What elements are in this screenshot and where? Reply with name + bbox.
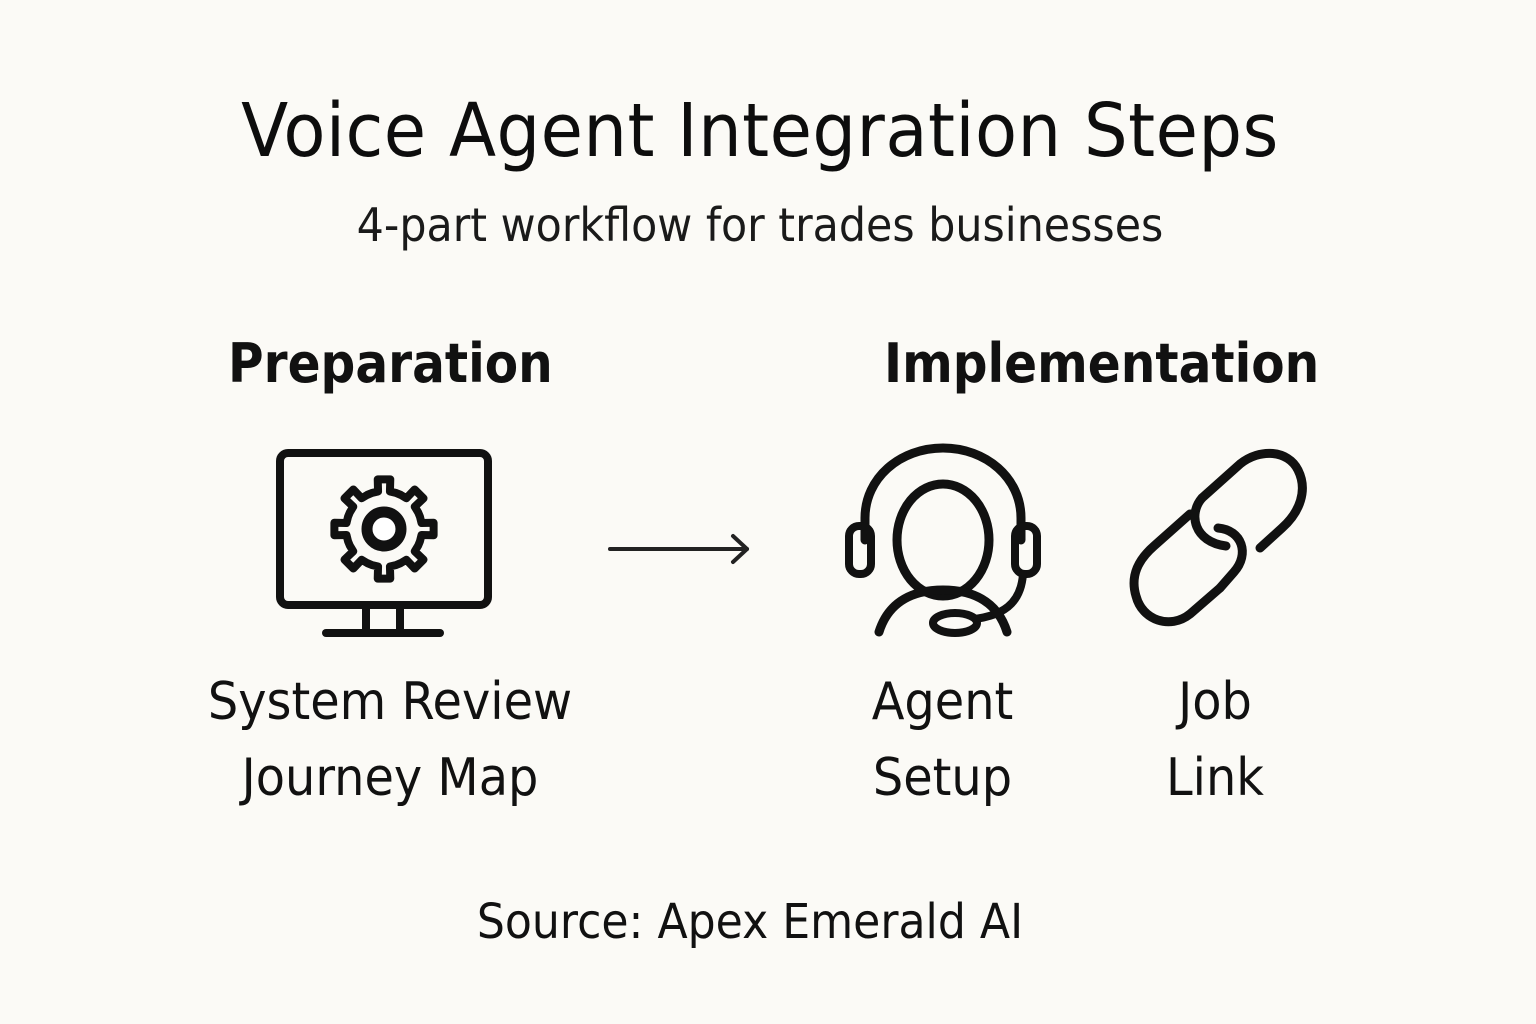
gear-hub	[361, 506, 407, 552]
link-icon	[1129, 448, 1307, 627]
arrow-right-icon	[608, 534, 749, 564]
headset-agent-icon	[845, 443, 1041, 637]
step-label-line: Journey Map	[241, 748, 539, 808]
agent-head	[892, 479, 994, 601]
monitor-screen	[276, 449, 492, 609]
step-label-job-link: Job Link	[1105, 664, 1325, 816]
phase-heading-preparation: Preparation	[228, 332, 553, 395]
phase-heading-implementation: Implementation	[884, 332, 1320, 395]
monitor-gear-icon	[276, 449, 492, 637]
step-label-line: Link	[1166, 748, 1264, 808]
step-label-agent-setup: Agent Setup	[820, 664, 1065, 816]
step-label-system-review: System Review Journey Map	[170, 664, 610, 816]
step-label-line: System Review	[207, 672, 573, 732]
step-label-line: Job	[1178, 672, 1252, 732]
gear-icon	[330, 475, 438, 583]
microphone	[929, 609, 981, 637]
diagram-subtitle: 4-part workflow for trades businesses	[356, 198, 1164, 252]
diagram-title: Voice Agent Integration Steps	[241, 88, 1279, 174]
step-label-line: Agent	[871, 672, 1014, 732]
step-label-line: Setup	[872, 748, 1013, 808]
source-caption: Source: Apex Emerald AI	[476, 894, 1024, 950]
